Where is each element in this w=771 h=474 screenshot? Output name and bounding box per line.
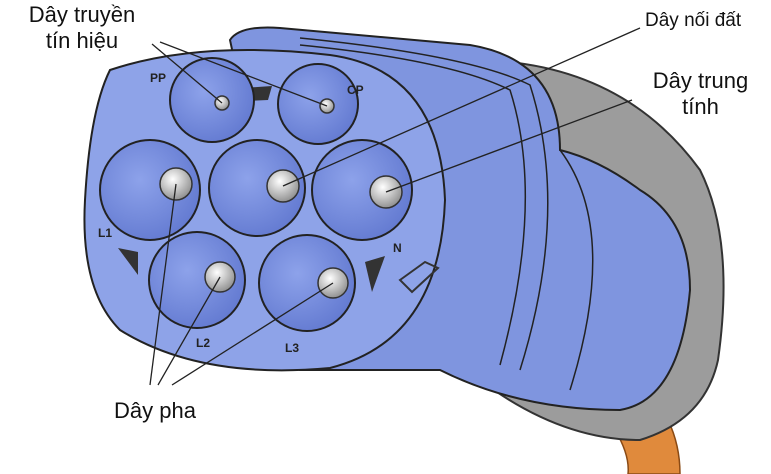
ground-wire-label: Dây nối đất — [645, 10, 742, 31]
phase-wire-label: Dây pha — [114, 398, 196, 423]
signal-wire-label: Dây truyền tín hiệu — [2, 2, 162, 54]
signal-label-line2: tín hiệu — [45, 28, 119, 53]
cp-socket — [277, 63, 359, 145]
pin-labels: PP CP L1 N L2 L3 — [98, 71, 402, 355]
pin-label-l3: L3 — [285, 341, 299, 355]
pin-label-pp: PP — [150, 71, 166, 85]
neutral-label-line1: Dây trung — [652, 68, 749, 93]
l3-socket — [258, 234, 356, 332]
l1-socket — [99, 139, 201, 241]
leader-lines — [149, 27, 641, 386]
pin-label-l2: L2 — [196, 336, 210, 350]
pin-label-l1: L1 — [98, 226, 112, 240]
neutral-label-line2: tính — [682, 94, 719, 119]
signal-label-line1: Dây truyền — [28, 2, 136, 27]
pin-label-n: N — [393, 241, 402, 255]
neutral-wire-label: Dây trung tính — [630, 68, 771, 120]
ground-socket — [208, 139, 306, 237]
pin-label-cp: CP — [347, 83, 364, 97]
pp-socket — [169, 57, 255, 143]
n-socket — [311, 139, 413, 241]
l2-socket — [148, 231, 246, 329]
